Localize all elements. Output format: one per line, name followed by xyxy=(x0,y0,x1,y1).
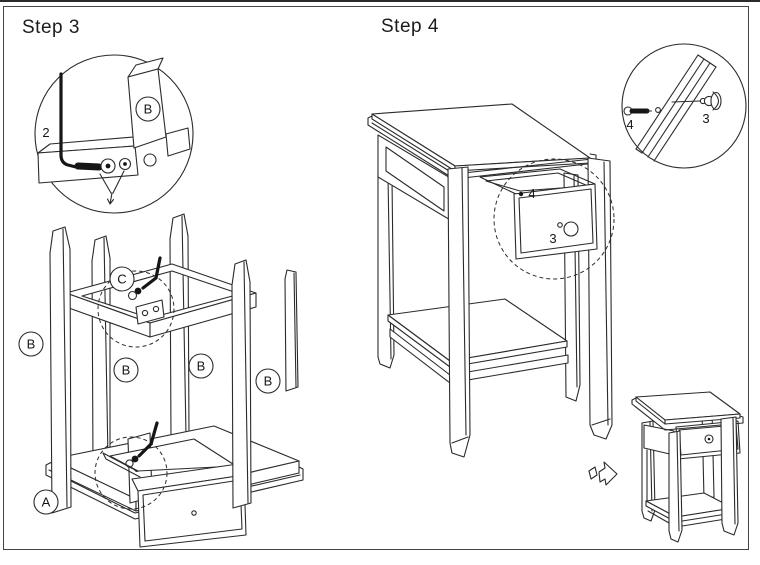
step-3-title: Step 3 xyxy=(22,17,80,38)
leg-callout: B xyxy=(113,357,139,383)
bolt-icon xyxy=(74,153,157,174)
inset-bubble-circle xyxy=(621,43,747,169)
base-a-label: A xyxy=(42,495,51,510)
lower-shelf xyxy=(645,492,734,528)
finished-table xyxy=(631,391,744,543)
leg-callout: B xyxy=(18,331,44,357)
table-leg xyxy=(447,166,471,458)
base-callout: A xyxy=(33,489,59,515)
sheet-top-rule xyxy=(0,0,760,2)
leg-b-label: B xyxy=(27,337,36,352)
lower-bolt-highlight-circle xyxy=(94,436,168,510)
open-drawer: 4 3 xyxy=(479,168,598,260)
leg-b-label: B xyxy=(122,363,131,378)
allen-key-icon xyxy=(125,421,159,468)
inset-leg-callout: B xyxy=(135,96,161,122)
table-leg xyxy=(231,259,252,509)
drawer-front-edge xyxy=(635,54,717,162)
panel-step-4: Step 4 xyxy=(332,6,749,550)
frame-c-label: C xyxy=(117,272,126,287)
drawer-knob-label: 3 xyxy=(549,231,556,246)
leader-lines xyxy=(99,170,125,205)
leg-callout: B xyxy=(255,368,281,394)
knob-hole xyxy=(191,510,197,516)
knob-icon xyxy=(671,91,722,111)
table-leg xyxy=(284,269,299,392)
inset-screw-label: 4 xyxy=(626,117,633,132)
leg-callout: B xyxy=(188,353,214,379)
screw-icon xyxy=(557,222,563,228)
allen-key-icon xyxy=(127,256,162,301)
frame-callout: C xyxy=(109,266,135,292)
allen-key-icon xyxy=(59,72,78,169)
table-leg xyxy=(91,235,111,465)
drawer xyxy=(102,438,247,548)
upper-bolt-highlight-circle xyxy=(97,270,175,348)
table-leg xyxy=(668,430,683,543)
step-4-drawing: 4 3 xyxy=(367,43,747,543)
inset-bubble-circle xyxy=(34,54,194,214)
step-4-title: Step 4 xyxy=(381,16,439,37)
drawer-screw-label: 4 xyxy=(528,186,535,201)
panel-step-3: Step 3 B xyxy=(3,6,333,550)
table-leg xyxy=(49,226,72,514)
lower-shelf xyxy=(387,298,569,384)
step3-detail-inset: B 2 xyxy=(34,54,194,214)
screw-icon xyxy=(518,191,524,197)
inset-knob-label: 3 xyxy=(702,111,709,126)
step3-frame-assembly: C xyxy=(18,213,304,548)
corner-bracket xyxy=(135,299,165,325)
inset-leg-label: B xyxy=(144,102,153,117)
leg-b-label: B xyxy=(264,374,273,389)
knob-icon xyxy=(563,221,579,237)
next-arrow-icon xyxy=(588,461,618,486)
table-leg xyxy=(720,416,739,536)
shelf-frame xyxy=(65,263,257,338)
drawer-highlight-circle xyxy=(493,158,615,280)
leg-b-label: B xyxy=(197,359,206,374)
screw-icon xyxy=(623,106,661,116)
tabletop xyxy=(631,391,744,431)
step4-table-assembly: 4 3 xyxy=(367,103,615,458)
step4-detail-inset: 4 3 xyxy=(621,43,747,169)
step-3-drawing: B 2 xyxy=(18,54,304,548)
hardware-2-label: 2 xyxy=(42,125,49,140)
